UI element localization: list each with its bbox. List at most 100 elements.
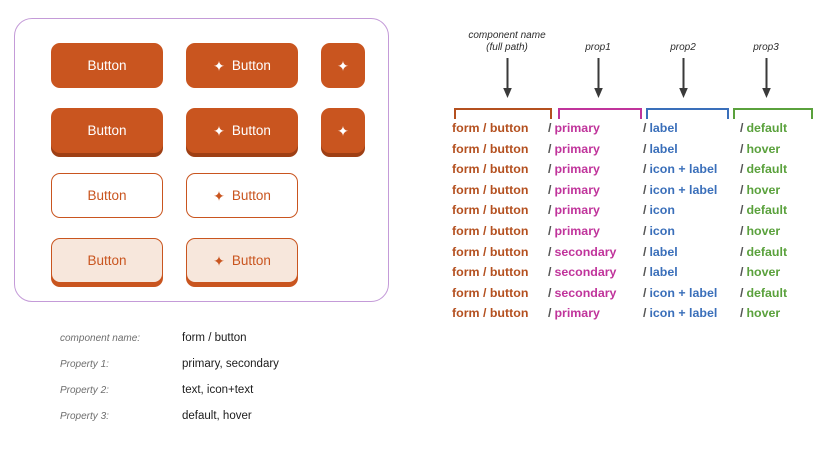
row-prop1-value: primary xyxy=(554,223,600,238)
button-text: Button xyxy=(231,188,271,203)
button-row-secondary-default: Button ✦ Button xyxy=(51,173,365,238)
row-prop3-cell: /hover xyxy=(740,265,810,279)
row-prop1-cell: /primary xyxy=(548,142,643,156)
separator-slash: / xyxy=(643,244,647,259)
button-grid: Button ✦ Button ✦ Button ✦ Button ✦ xyxy=(51,43,365,303)
separator-slash: / xyxy=(548,182,552,197)
row-prop3-value: hover xyxy=(746,223,781,238)
row-prop2-cell: /label xyxy=(643,245,740,259)
separator-slash: / xyxy=(548,121,552,135)
row-prop1-value: primary xyxy=(554,162,600,177)
row-prop2-value: label xyxy=(649,244,678,259)
button-primary-label-hover[interactable]: Button xyxy=(51,108,163,153)
row-prop2-cell: /icon xyxy=(643,224,740,238)
row-component-path: form / button xyxy=(452,285,529,300)
row-prop1-cell: /secondary xyxy=(548,286,643,300)
separator-slash: / xyxy=(548,306,552,321)
arrow-down-icon xyxy=(762,58,771,98)
header-line-1: component name xyxy=(468,30,546,41)
bracket-prop1 xyxy=(558,108,642,119)
row-prop1-cell: /primary xyxy=(548,162,643,176)
row-component-path: form / button xyxy=(452,244,529,259)
row-prop2-cell: /label xyxy=(643,121,740,135)
header-prop1: prop1 xyxy=(555,42,641,54)
legend-value: form / button xyxy=(182,332,247,344)
separator-slash: / xyxy=(548,141,552,156)
row-component-path: form / button xyxy=(452,141,529,156)
separator-slash: / xyxy=(643,182,647,197)
naming-breakdown: component name (full path) prop1 prop2 xyxy=(452,30,813,327)
row-prop3-value: default xyxy=(746,285,788,300)
sparkle-icon: ✦ xyxy=(337,57,349,74)
row-component-path: form / button xyxy=(452,223,529,238)
row-prop3-value: default xyxy=(746,203,788,218)
button-text: Button xyxy=(231,58,271,73)
button-primary-icon-hover[interactable]: ✦ xyxy=(321,108,365,153)
legend-row: Property 2: text, icon+text xyxy=(60,384,279,410)
legend-key: component name: xyxy=(60,333,141,344)
separator-slash: / xyxy=(643,285,647,300)
button-primary-label-default[interactable]: Button xyxy=(51,43,163,88)
bracket-prop3 xyxy=(733,108,813,119)
arrow-down-icon xyxy=(679,58,688,98)
sparkle-icon: ✦ xyxy=(213,187,225,204)
sparkle-icon: ✦ xyxy=(213,57,225,74)
header-line-1: prop1 xyxy=(585,42,611,53)
bracket-prop2 xyxy=(646,108,729,119)
naming-row: form / button /primary /label /hover xyxy=(452,142,812,163)
button-primary-icon-label-hover[interactable]: ✦ Button xyxy=(186,108,298,153)
sparkle-icon: ✦ xyxy=(213,252,225,269)
separator-slash: / xyxy=(643,162,647,177)
legend-row: Property 3: default, hover xyxy=(60,410,279,436)
separator-slash: / xyxy=(548,285,552,300)
row-component-path: form / button xyxy=(452,203,529,218)
header-prop3: prop3 xyxy=(723,42,809,54)
row-component-path: form / button xyxy=(452,162,529,177)
button-secondary-icon-label-hover[interactable]: ✦ Button xyxy=(186,238,298,283)
row-prop1-cell: /primary xyxy=(548,183,643,197)
row-prop2-cell: /icon + label xyxy=(643,162,740,176)
arrow-down-icon xyxy=(503,58,512,98)
legend-key: Property 1: xyxy=(60,359,109,370)
header-component-name: component name (full path) xyxy=(446,30,568,54)
button-text: Button xyxy=(87,58,127,73)
row-prop2-cell: /icon + label xyxy=(643,286,740,300)
arrow-down-icon xyxy=(594,58,603,98)
header-line-1: prop3 xyxy=(753,42,779,53)
button-primary-icon-label-default[interactable]: ✦ Button xyxy=(186,43,298,88)
row-prop2-cell: /label xyxy=(643,265,740,279)
button-text: Button xyxy=(231,123,271,138)
naming-row: form / button /secondary /label /hover xyxy=(452,265,812,286)
legend-key: Property 3: xyxy=(60,411,109,422)
bracket-zone xyxy=(452,108,813,121)
row-prop2-value: label xyxy=(649,141,678,156)
button-secondary-label-hover[interactable]: Button xyxy=(51,238,163,283)
naming-row: form / button /primary /icon /default xyxy=(452,203,812,224)
button-secondary-icon-label-default[interactable]: ✦ Button xyxy=(186,173,298,218)
naming-row: form / button /primary /icon + label /de… xyxy=(452,162,812,183)
separator-slash: / xyxy=(548,223,552,238)
row-prop1-value: secondary xyxy=(554,265,617,280)
row-component-path: form / button xyxy=(452,121,529,135)
button-text: Button xyxy=(87,123,127,138)
naming-row: form / button /secondary /label /default xyxy=(452,245,812,266)
row-prop2-cell: /icon + label xyxy=(643,183,740,197)
row-prop3-cell: /default xyxy=(740,121,810,135)
row-prop3-value: hover xyxy=(746,265,781,280)
legend-value: primary, secondary xyxy=(182,358,279,370)
separator-slash: / xyxy=(643,203,647,218)
separator-slash: / xyxy=(740,244,744,259)
naming-header-zone: component name (full path) prop1 prop2 xyxy=(452,30,812,108)
row-prop2-value: icon xyxy=(649,223,675,238)
row-prop3-value: default xyxy=(746,244,788,259)
component-showcase-card: Button ✦ Button ✦ Button ✦ Button ✦ xyxy=(14,18,389,302)
row-prop2-value: icon + label xyxy=(649,285,718,300)
separator-slash: / xyxy=(643,306,647,321)
row-prop1-cell: /secondary xyxy=(548,245,643,259)
button-secondary-label-default[interactable]: Button xyxy=(51,173,163,218)
row-prop1-cell: /primary xyxy=(548,306,643,320)
row-prop3-cell: /hover xyxy=(740,306,810,320)
button-primary-icon-default[interactable]: ✦ xyxy=(321,43,365,88)
row-prop1-value: secondary xyxy=(554,285,617,300)
button-text: Button xyxy=(231,253,271,268)
